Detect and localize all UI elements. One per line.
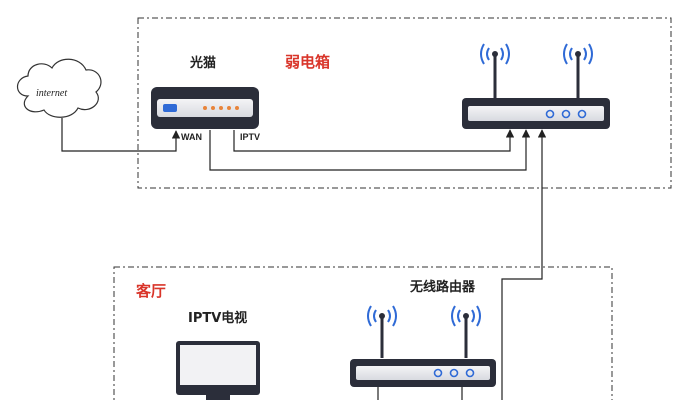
antenna-icon (451, 305, 481, 358)
wan-port-label: WAN (181, 132, 202, 142)
modem-label: 光猫 (190, 56, 217, 71)
tv-monitor-icon (176, 341, 260, 400)
modem-blue-led (163, 104, 177, 112)
weak-box-title: 弱电箱 (285, 53, 331, 71)
wire-internet-modem (61, 118, 181, 152)
iptv-port-label: IPTV (240, 132, 261, 142)
antenna-icon (563, 43, 593, 98)
weak-box-frame (137, 17, 672, 189)
optical-modem (151, 87, 259, 129)
internet-label: internet (36, 88, 68, 99)
wire-iptv-router (233, 129, 515, 152)
wire-wan-router (209, 129, 531, 171)
iptv-tv-label: IPTV电视 (188, 311, 248, 326)
antenna-icon (480, 43, 510, 98)
living-room-frame (113, 266, 613, 400)
wire-router-livingroom (501, 129, 547, 400)
living-room-router (350, 305, 496, 387)
antenna-icon (367, 305, 397, 358)
living-room-title: 客厅 (136, 282, 167, 300)
wireless-router-label: 无线路由器 (410, 280, 476, 295)
internet-cloud (16, 58, 102, 118)
main-router (462, 43, 610, 129)
